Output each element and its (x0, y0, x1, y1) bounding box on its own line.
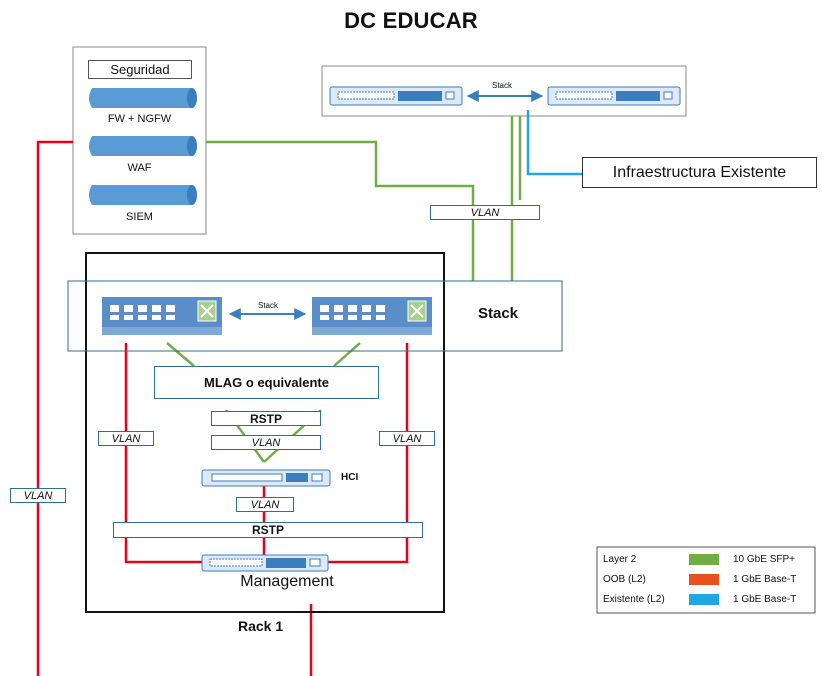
existing-infra-label: Infraestructura Existente (612, 163, 787, 181)
management-switch-icon (201, 554, 329, 572)
siem-icon (89, 185, 197, 205)
rack-switch-left-icon (102, 297, 222, 335)
legend-desc-1: 1 GbE Base-T (733, 574, 797, 585)
legend-desc-2: 1 GbE Base-T (733, 594, 797, 605)
rstp-lower-box: RSTP (113, 522, 423, 538)
top-stack-label: Stack (492, 81, 513, 90)
red-link-security (36, 140, 73, 676)
vlan-label-top: VLAN (430, 205, 540, 220)
red-link-mgmt-left (124, 343, 202, 564)
top-switch-right-icon (547, 86, 681, 106)
fw-ngfw-icon (89, 88, 197, 108)
rstp-upper-box: RSTP (211, 411, 321, 426)
blue-link-existing (526, 110, 582, 176)
legend-swatch-0 (689, 554, 719, 565)
mlag-box: MLAG o equivalente (154, 366, 379, 399)
siem-label: SIEM (126, 211, 153, 223)
fw-ngfw-label: FW + NGFW (107, 113, 172, 125)
rack-stack-label: Stack (478, 305, 519, 322)
legend-type-2: Existente (L2) (603, 594, 665, 605)
red-link-mgmt-right (328, 343, 409, 564)
waf-icon (89, 136, 197, 156)
green-link-mlag-left (166, 342, 195, 367)
existing-infra-box: Infraestructura Existente (582, 157, 817, 188)
legend-swatch-1 (689, 574, 719, 585)
top-switch-left-icon (329, 86, 463, 106)
vlan-label-rack-right: VLAN (379, 431, 435, 446)
vlan-label-hci-upper: VLAN (211, 435, 321, 450)
legend-type-1: OOB (L2) (603, 574, 646, 585)
rack-label: Rack 1 (238, 618, 284, 634)
rack-inner-stack-label: Stack (258, 301, 279, 310)
security-header: Seguridad (88, 60, 192, 79)
rack-stack-box (67, 280, 563, 352)
legend-swatch-2 (689, 594, 719, 605)
legend-desc-0: 10 GbE SFP+ (733, 554, 795, 565)
rack-switch-right-icon (312, 297, 432, 335)
legend-type-0: Layer 2 (603, 554, 637, 565)
green-link-mlag-right (333, 342, 361, 367)
management-label: Management (240, 573, 334, 590)
page-title: DC EDUCAR (344, 8, 478, 33)
hci-label: HCI (341, 472, 359, 483)
rack-frame (85, 252, 445, 613)
waf-label: WAF (127, 162, 152, 174)
vlan-label-rack-left: VLAN (98, 431, 154, 446)
hci-server-icon (201, 469, 331, 487)
vlan-label-hci-lower: VLAN (236, 497, 294, 512)
vlan-label-left: VLAN (10, 488, 66, 503)
